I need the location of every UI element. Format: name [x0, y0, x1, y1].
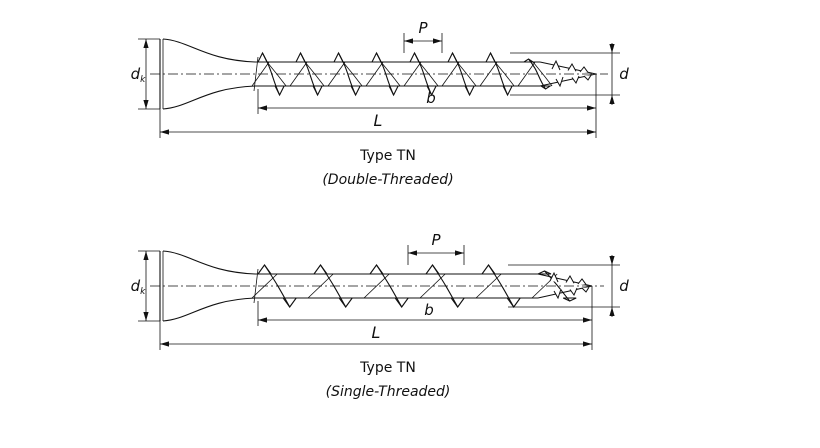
thread-runout [253, 56, 259, 92]
l-arrow-right [583, 341, 592, 347]
point-thread-crest-lower [583, 74, 592, 81]
p-label: P [431, 231, 441, 249]
p-arrow-left [408, 250, 417, 256]
p-arrow-right [433, 38, 442, 44]
d-arrow-top [609, 44, 615, 53]
point-thread-crest-lower [571, 75, 580, 85]
point-thread-crest-lower [553, 288, 562, 300]
b-label: b [424, 301, 434, 319]
thread-crest-upper [371, 51, 382, 63]
point-thread-crest [565, 275, 575, 284]
thread-crest-upper [409, 51, 420, 63]
thread-crest-upper [295, 51, 306, 63]
thread-back-flank [517, 61, 536, 87]
thread-crest-upper [333, 51, 344, 63]
d-arrow-bottom [609, 95, 615, 104]
bugle-head-lower [162, 297, 256, 322]
dk-arrow-top [143, 39, 149, 48]
bugle-head-upper [162, 38, 256, 63]
p-arrow-left [404, 38, 413, 44]
thread-crest-upper [257, 51, 268, 63]
thread-helix-second [456, 61, 477, 87]
d-arrow-bottom [609, 307, 615, 316]
thread-helix [338, 52, 357, 96]
l-label: L [372, 323, 381, 342]
single-threaded-screw-figure: dk d PbL Type TN (Single-Threaded) [131, 231, 630, 400]
dk-arrow-top [143, 251, 149, 260]
thread-crest-upper [447, 51, 458, 63]
d-label: d [619, 277, 629, 295]
dk-arrow-bottom [143, 100, 149, 109]
subtitle-label: (Single-Threaded) [326, 384, 451, 400]
thread-helix-second [494, 61, 515, 87]
point-thread-crest [549, 271, 559, 283]
thread-helix [544, 270, 571, 302]
bugle-head-lower [162, 85, 256, 110]
thread-back-flank [441, 61, 460, 87]
thread-crest-lower [562, 297, 577, 302]
p-arrow-right [455, 250, 464, 256]
double-threaded-screw-figure: dk d PbL Type TN (Double-Threaded) [131, 19, 630, 188]
point-thread-crest [567, 63, 577, 72]
bugle-head-upper [162, 250, 256, 275]
b-arrow-left [258, 105, 267, 111]
l-arrow-right [587, 129, 596, 135]
type-label: Type TN [359, 148, 416, 164]
thread-back-flank [403, 61, 422, 87]
d-arrow-top [609, 256, 615, 265]
thread-crest-upper [537, 270, 552, 275]
l-label: L [374, 111, 383, 130]
dk-label: dk [131, 65, 147, 85]
point-thread-crest-lower [555, 76, 564, 88]
point-thread-crest-lower [569, 287, 578, 297]
dk-label: dk [131, 277, 147, 297]
p-label: P [418, 19, 428, 37]
thread-runout [253, 268, 259, 304]
b-label: b [426, 89, 436, 107]
point-thread-crest-lower [581, 286, 590, 293]
l-arrow-left [160, 129, 169, 135]
b-arrow-right [583, 317, 592, 323]
d-label: d [619, 65, 629, 83]
type-label: Type TN [359, 360, 416, 376]
b-arrow-right [587, 105, 596, 111]
thread-crest-lower [539, 85, 552, 90]
point-thread-crest [551, 59, 561, 71]
dk-arrow-bottom [143, 312, 149, 321]
thread-crest-upper [485, 51, 496, 63]
b-arrow-left [258, 317, 267, 323]
subtitle-label: (Double-Threaded) [322, 172, 453, 188]
point-thread-crest [577, 278, 587, 285]
l-arrow-left [160, 341, 169, 347]
point-thread-crest [579, 66, 589, 73]
thread-helix [300, 52, 319, 96]
